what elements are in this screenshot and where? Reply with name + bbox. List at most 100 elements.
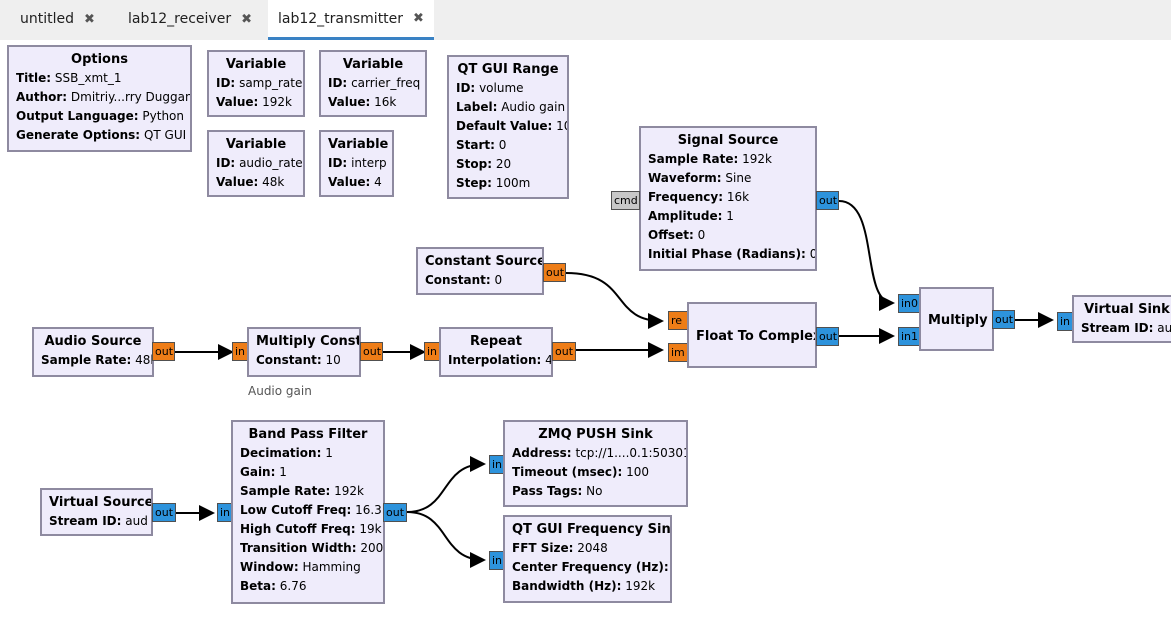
param-key: Constant: — [256, 353, 322, 367]
block-comment: Audio gain — [248, 384, 312, 398]
block-param-row: Value: 4 — [328, 173, 385, 192]
block-float-to-complex[interactable]: Float To Complex — [687, 302, 817, 368]
tab-untitled[interactable]: untitled ✖ — [10, 0, 105, 38]
connection-bpf-to-freqsink — [406, 511, 486, 568]
tab-label: lab12_transmitter — [278, 10, 404, 27]
param-key: Stream ID: — [1081, 321, 1154, 335]
param-key: Amplitude: — [648, 209, 723, 223]
param-value: interp — [351, 156, 387, 170]
param-key: Default Value: — [456, 119, 553, 133]
param-key: Sample Rate: — [41, 353, 132, 367]
param-key: Bandwidth (Hz): — [512, 579, 622, 593]
port-in0[interactable]: in0 — [898, 294, 920, 313]
port-cmd[interactable]: cmd — [611, 191, 640, 210]
param-value: 192k — [742, 152, 772, 166]
block-param-row: ID: volume — [456, 79, 560, 98]
block-variable-audio-rate[interactable]: Variable ID: audio_rate Value: 48k — [207, 130, 305, 197]
block-param-row: Pass Tags: No — [512, 482, 679, 501]
port-out[interactable]: out — [552, 342, 576, 361]
port-in[interactable]: in — [424, 342, 440, 361]
block-param-row: Start: 0 — [456, 136, 560, 155]
port-in[interactable]: in — [217, 503, 233, 522]
tab-lab12-receiver[interactable]: lab12_receiver ✖ — [118, 0, 262, 38]
connection-layer — [175, 200, 1054, 568]
block-param-row: Transition Width: 200 — [240, 539, 383, 558]
param-key: Constant: — [425, 273, 491, 287]
block-title: Variable — [225, 57, 287, 72]
param-key: Center Frequency (Hz): — [512, 560, 669, 574]
block-param-row: Value: 48k — [216, 173, 296, 192]
port-out[interactable]: out — [152, 503, 176, 522]
block-multiply-const[interactable]: Multiply Const Constant: 10 — [247, 327, 361, 377]
tab-lab12-transmitter[interactable]: lab12_transmitter ✖ — [268, 0, 434, 40]
port-in1[interactable]: in1 — [898, 327, 920, 346]
close-icon[interactable]: ✖ — [241, 11, 252, 27]
block-virtual-source[interactable]: Virtual Source Stream ID: aud — [40, 488, 153, 536]
param-value: 4 — [374, 175, 382, 189]
block-virtual-sink[interactable]: Virtual Sink Stream ID: aud — [1072, 295, 1171, 343]
block-variable-carrier-freq[interactable]: Variable ID: carrier_freq Value: 16k — [319, 50, 427, 117]
param-value: 100m — [495, 176, 531, 190]
param-key: Stop: — [456, 157, 493, 171]
block-param-row: Generate Options: QT GUI — [16, 126, 186, 145]
port-out[interactable]: out — [816, 191, 839, 210]
block-variable-interp[interactable]: Variable ID: interp Value: 4 — [319, 130, 394, 197]
param-value: 4 — [545, 353, 553, 367]
param-key: Gain: — [240, 465, 276, 479]
port-re[interactable]: re — [668, 311, 689, 330]
block-param-row: ID: carrier_freq — [328, 74, 421, 93]
param-key: Offset: — [648, 228, 694, 242]
block-param-row: Waveform: Sine — [648, 169, 808, 188]
param-value: 20 — [495, 157, 512, 171]
param-key: Output Language: — [16, 109, 139, 123]
tab-label: lab12_receiver — [128, 11, 232, 27]
param-value: 10 — [325, 353, 341, 367]
block-qt-gui-frequency-sink[interactable]: QT GUI Frequency Sink FFT Size: 2048 Cen… — [503, 515, 672, 603]
param-value: 0 — [498, 138, 507, 152]
close-icon[interactable]: ✖ — [84, 11, 95, 27]
tab-bar: untitled ✖ lab12_receiver ✖ lab12_transm… — [0, 0, 1171, 41]
param-key: Value: — [216, 95, 259, 109]
block-band-pass-filter[interactable]: Band Pass Filter Decimation: 1 Gain: 1 S… — [231, 420, 385, 604]
block-param-row: Stream ID: aud — [49, 512, 148, 531]
block-constant-source[interactable]: Constant Source Constant: 0 — [416, 247, 544, 295]
block-repeat[interactable]: Repeat Interpolation: 4 — [439, 327, 553, 377]
block-param-row: Beta: 6.76 — [240, 577, 376, 596]
port-out[interactable]: out — [992, 310, 1015, 329]
block-multiply[interactable]: Multiply — [919, 287, 994, 351]
port-im[interactable]: im — [668, 343, 689, 362]
param-value: carrier_freq — [351, 76, 421, 90]
block-param-row: Sample Rate: 48k — [41, 351, 152, 370]
flowgraph-canvas[interactable]: Options Title: SSB_xmt_1 Author: Dmitriy… — [0, 40, 1171, 619]
param-value: No — [586, 484, 603, 498]
port-in[interactable]: in — [489, 551, 505, 570]
block-options[interactable]: Options Title: SSB_xmt_1 Author: Dmitriy… — [7, 45, 192, 152]
param-key: ID: — [328, 76, 348, 90]
port-out[interactable]: out — [360, 342, 383, 361]
port-in[interactable]: in — [1057, 312, 1073, 331]
block-title: Repeat — [470, 334, 522, 349]
block-qt-gui-range[interactable]: QT GUI Range ID: volume Label: Audio gai… — [447, 55, 569, 199]
param-key: ID: — [456, 81, 476, 95]
param-key: Waveform: — [648, 171, 722, 185]
port-out[interactable]: out — [816, 327, 839, 346]
port-out[interactable]: out — [383, 503, 407, 522]
port-out[interactable]: out — [152, 342, 175, 361]
block-param-row: Bandwidth (Hz): 192k — [512, 577, 663, 596]
block-signal-source[interactable]: Signal Source Sample Rate: 192k Waveform… — [639, 126, 817, 271]
block-title: Signal Source — [677, 133, 779, 148]
close-icon[interactable]: ✖ — [413, 11, 424, 26]
block-param-row: ID: samp_rate — [216, 74, 302, 93]
param-key: FFT Size: — [512, 541, 574, 555]
param-value: aud — [125, 514, 148, 528]
block-param-row: Frequency: 16k — [648, 188, 808, 207]
block-param-row: Center Frequency (Hz): 0 — [512, 558, 669, 577]
param-value: 10 — [556, 119, 567, 133]
block-variable-samp-rate[interactable]: Variable ID: samp_rate Value: 192k — [207, 50, 305, 117]
tab-label: untitled — [20, 11, 75, 27]
port-in[interactable]: in — [232, 342, 248, 361]
block-zmq-push-sink[interactable]: ZMQ PUSH Sink Address: tcp://1....0.1:50… — [503, 420, 688, 507]
block-audio-source[interactable]: Audio Source Sample Rate: 48k — [32, 327, 154, 377]
param-value: Hamming — [302, 560, 361, 574]
port-out[interactable]: out — [543, 263, 566, 282]
